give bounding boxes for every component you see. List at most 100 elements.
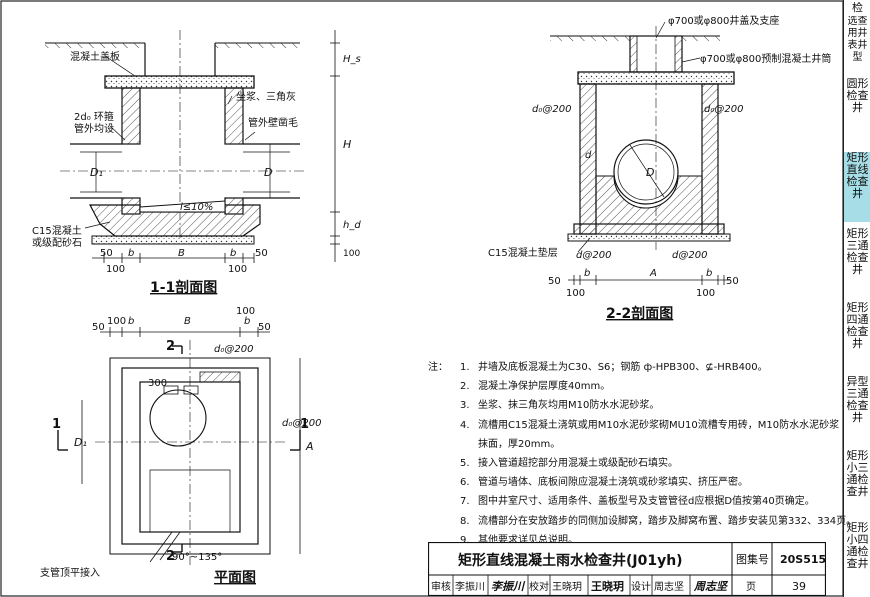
plan-dim-100: 100: [107, 316, 126, 327]
plan-dim-50-2: 50: [258, 322, 271, 333]
tb-check-label: 校对: [529, 580, 549, 593]
sidebar-item-0[interactable]: 检: [852, 2, 863, 14]
tb-design-label: 设计: [631, 580, 651, 593]
label-ring-hoop: 2d₀ 环箍: [74, 110, 114, 123]
dim-100-left: 100: [566, 288, 585, 299]
label-wall-roughening: 管外壁凿毛: [248, 116, 298, 129]
tb-atlas-label: 图集号: [736, 552, 769, 566]
plan-dim-300: 300: [148, 378, 167, 389]
label-h: H: [343, 138, 351, 151]
plan-dim-100-2: 100: [236, 306, 255, 317]
note-5: 5.接入管道超挖部分用混凝土或级配砂石填实。: [460, 458, 678, 470]
label-rebar-side: d: [585, 150, 592, 161]
label-d: D: [264, 166, 272, 179]
notes: 注：1.井墙及底板混凝土为C30、S6；钢筋 ф-HPB300、⊈-HRB400…: [428, 358, 857, 550]
label-rebar-right: d₀@200: [704, 104, 743, 115]
dim-50-left: 50: [100, 248, 113, 259]
sidebar-item-round[interactable]: 圆形检查井: [846, 78, 869, 114]
tb-review-sig: 李振川: [491, 580, 526, 593]
dim-50-right: 50: [726, 276, 739, 287]
plan-dim-b: b: [128, 316, 134, 327]
dim-B: B: [178, 248, 185, 259]
sidebar-item-small-cross[interactable]: 矩形小四通检查井: [846, 522, 869, 570]
plan-cut-2-bottom: 2: [166, 549, 175, 564]
sidebar-item-small-tee[interactable]: 矩形小三通检查井: [846, 450, 869, 498]
sidebar-nav: 检 选查用井表井型 圆形检查井 矩形直线检查井 矩形三通检查井 矩形四通检查井 …: [843, 0, 870, 597]
title-section-1-1: 1-1剖面图: [150, 279, 217, 296]
wall-right: [224, 87, 244, 145]
label-rebar-bottom-right: d@200: [672, 250, 707, 261]
label-slope: i≤10%: [180, 202, 213, 213]
dim-100-bottom-left: 100: [106, 264, 125, 275]
sidebar-item-rect-cross[interactable]: 矩形四通检查井: [846, 302, 869, 350]
tb-page-no: 39: [792, 580, 806, 593]
note-4: 4.流槽用C15混凝土浇筑或用M10水泥砂浆砌MU10流槽专用砖，M10防水水泥…: [460, 419, 840, 431]
sidebar-item-rect-straight[interactable]: 矩形直线检查井: [844, 152, 870, 222]
note-2: 2.混凝土净保护层厚度40mm。: [460, 381, 611, 393]
sidebar-item-selection[interactable]: 选查用井表井型: [847, 16, 868, 63]
note-3: 3.坐浆、抹三角灰均用M10防水水泥砂浆。: [460, 400, 660, 412]
label-mortar: 坐浆、三角灰: [236, 90, 296, 103]
tb-reviewer: 李振川: [455, 580, 485, 593]
label-100-v: 100: [343, 249, 360, 259]
label-pipe-D: D: [646, 166, 654, 179]
dim-b-right: b: [230, 248, 236, 259]
cover-slab: [104, 75, 255, 89]
label-hd: h_d: [343, 220, 361, 231]
label-cover-slab: 混凝土盖板: [70, 50, 120, 63]
label-pipe-coating: 管外均设: [74, 122, 114, 135]
note-8: 8.流槽部分在安放踏步的同侧加设脚窝，踏步及脚窝布置、踏步安装见第332、334…: [460, 515, 857, 527]
plan-cut-1-right: 1: [300, 417, 309, 432]
title-plan: 平面图: [214, 570, 256, 586]
tb-page-label: 页: [746, 581, 756, 593]
plan-dim-b2: b: [244, 316, 250, 327]
label-precast-shaft: φ700或φ800预制混凝土井筒: [700, 52, 831, 65]
tb-design-sig: 周志坚: [693, 580, 729, 593]
title-section-2-2: 2-2剖面图: [606, 305, 673, 322]
dim-b-left: b: [584, 268, 590, 279]
sidebar-item-rect-tee[interactable]: 矩形三通检查井: [846, 228, 869, 276]
plan-angle: 90°~135°: [172, 552, 222, 563]
dim-50-right: 50: [255, 248, 268, 259]
note-9: 9.其他要求详见总说明。: [460, 534, 578, 546]
plan-dim-D1: D₁: [74, 436, 87, 449]
plan-dim-B: B: [184, 316, 191, 327]
plan-rebar-right: d₀@200: [282, 418, 321, 429]
plan-dim-A: A: [305, 440, 314, 453]
dim-b-right: b: [706, 268, 712, 279]
label-hs: H_s: [343, 54, 361, 65]
plan-branch-pipe: 支管顶平接入: [40, 566, 100, 579]
tb-atlas-no: 20S515: [780, 553, 826, 566]
notes-prefix: 注：: [428, 362, 448, 373]
plan-view: 50 100 b B b 100 50 2 2 1 1 d₀@200 d₀@20…: [40, 306, 321, 586]
plan-rebar-top: d₀@200: [214, 344, 253, 355]
plan-dim-50: 50: [92, 322, 105, 333]
label-or-gravel: 或级配砂石: [32, 236, 82, 249]
tb-designer: 周志坚: [654, 580, 684, 593]
tb-checker: 王晓玥: [552, 581, 582, 593]
tb-check-sig: 王晓玥: [591, 579, 624, 593]
label-rebar-left: d₀@200: [532, 104, 571, 115]
label-cover-seat: φ700或φ800井盖及支座: [668, 14, 779, 27]
note-1: 注：1.井墙及底板混凝土为C30、S6；钢筋 ф-HPB300、⊈-HRB400…: [428, 358, 828, 377]
wall-left: [121, 87, 141, 145]
note-4-cont: 抹面，厚20mm。: [478, 438, 561, 450]
dim-b-left: b: [128, 248, 134, 259]
label-c15-base: C15混凝土垫层: [488, 246, 558, 259]
tb-title: 矩形直线混凝土雨水检查井(J01yh): [458, 552, 683, 569]
label-rebar-bottom-left: d@200: [576, 250, 611, 261]
dim-A: A: [649, 268, 657, 279]
plan-cut-2-top: 2: [166, 339, 175, 354]
label-c15-concrete: C15混凝土: [32, 224, 82, 237]
sidebar-item-irregular[interactable]: 异型三通检查井: [846, 376, 869, 424]
note-6: 6.管道与墙体、底板间隙应混凝土浇筑或砂浆填实、挤压严密。: [460, 477, 748, 489]
tb-review-label: 审核: [431, 580, 451, 593]
label-d1: D₁: [90, 166, 103, 179]
dim-100-right: 100: [696, 288, 715, 299]
dim-50: 50: [548, 276, 561, 287]
section-2-2: φ700或φ800井盖及支座 φ700或φ800预制混凝土井筒 d₀@200 d…: [488, 14, 831, 322]
dim-100-bottom-right: 100: [228, 264, 247, 275]
section-1-1: 混凝土盖板 坐浆、三角灰 2d₀ 环箍 管外均设 管外壁凿毛 C15混凝土 或级…: [32, 30, 361, 296]
title-block: 矩形直线混凝土雨水检查井(J01yh) 图集号 20S515 审核 李振川 李振…: [428, 542, 826, 596]
